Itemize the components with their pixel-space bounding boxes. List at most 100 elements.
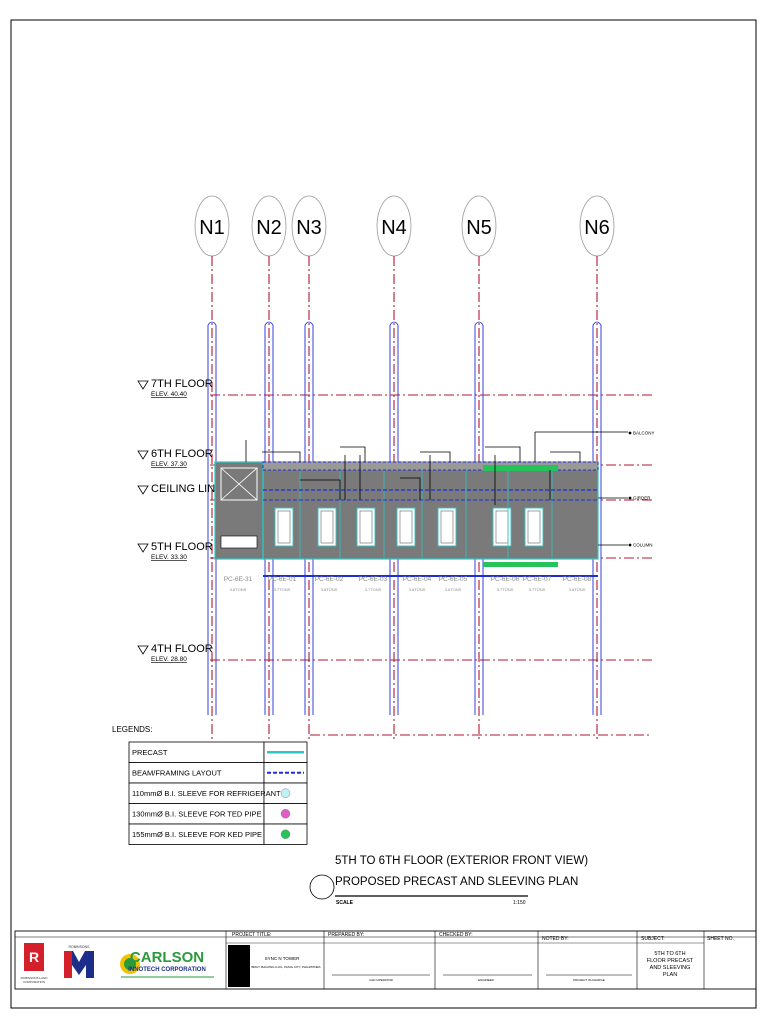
panel-tag-pc-6e-08: PC-6E-08 3.6TONS xyxy=(563,576,592,592)
panel-weight: 3.7TONS xyxy=(497,587,514,592)
svg-text:CHECKED BY:: CHECKED BY: xyxy=(439,932,473,938)
grid-line-n2: N2 xyxy=(251,195,287,740)
svg-text:SHEET NO.: SHEET NO. xyxy=(707,936,734,942)
grid-label: N3 xyxy=(296,217,322,239)
pipe-routing xyxy=(245,431,628,546)
panel-id: PC-6E-06 xyxy=(491,576,520,583)
level-name: 6TH FLOOR xyxy=(151,448,213,460)
window-opening xyxy=(492,507,512,547)
panel-weight: 3.6TONS xyxy=(409,587,426,592)
panel-id: PC-6E-05 xyxy=(439,576,468,583)
robinsons-r-glyph: R xyxy=(29,949,39,965)
panel-tag-pc-6e-31: PC-6E-31 3.6TONS xyxy=(224,576,253,592)
legend-label: 155mmØ B.I. SLEEVE FOR KED PIPE xyxy=(132,830,262,839)
rm-logo: ROBINSONS xyxy=(64,945,94,978)
level-elevation: ELEV. 28.80 xyxy=(151,656,187,663)
precast-elevation xyxy=(214,431,628,577)
title-bubble xyxy=(309,874,335,900)
panel-id: PC-6E-04 xyxy=(403,576,432,583)
level-elevation: ELEV. 40.40 xyxy=(151,391,187,398)
panel-weight: 3.6TONS xyxy=(445,587,462,592)
panel-tags: PC-6E-31 3.6TONS PC-6E-01 3.7TONS PC-6E-023.… xyxy=(224,576,592,592)
window-opening xyxy=(524,507,544,547)
panel-id: PC-6E-07 xyxy=(523,576,552,583)
column-top xyxy=(389,321,399,326)
precast-band xyxy=(263,462,598,559)
panel-id: PC-6E-01 xyxy=(268,576,297,583)
svg-text:CAD OPERATOR: CAD OPERATOR xyxy=(369,978,394,982)
window-opening xyxy=(437,507,457,547)
legend-row-3: 110mmØ B.I. SLEEVE FOR REFRIGERANT xyxy=(128,782,308,804)
column-top xyxy=(264,321,274,326)
drawing-title-block: 5TH TO 6TH FLOOR (EXTERIOR FRONT VIEW) P… xyxy=(309,855,588,906)
callout-girder: GIRDER xyxy=(628,496,651,501)
svg-text:PREPARED BY:: PREPARED BY: xyxy=(328,932,364,938)
legend-title: LEGENDS: xyxy=(112,725,152,734)
level-elevation: ELEV. 33.30 xyxy=(151,554,187,561)
svg-text:ENGINEER: ENGINEER xyxy=(478,978,495,982)
legend-label: PRECAST xyxy=(132,748,168,757)
panel-weight: 3.7TONS xyxy=(365,587,382,592)
panel-weight: 3.7TONS xyxy=(274,587,291,592)
panel-tag-pc-6e-07: PC-6E-073.7TONS xyxy=(523,576,552,592)
callout-label: COLUMN xyxy=(633,543,653,548)
callout-labels: BALCONY GIRDER COLUMN xyxy=(628,431,655,548)
svg-text:SYNC N TOWER: SYNC N TOWER xyxy=(265,956,301,961)
panel-tag-pc-6e-05: PC-6E-05 3.6TONS xyxy=(439,576,468,592)
sheet-border xyxy=(10,19,757,1009)
legend-row-2: BEAM/FRAMING LAYOUT xyxy=(128,762,308,784)
panel-weight: 3.6TONS xyxy=(569,587,586,592)
svg-text:SUBJECT:: SUBJECT: xyxy=(641,936,665,942)
panel-id: PC-6E-31 xyxy=(224,576,253,583)
panel-tag-pc-6e-03: PC-6E-033.7TONS xyxy=(359,576,388,592)
level-elevation: ELEV. 37.30 xyxy=(151,461,187,468)
callout-balcony: BALCONY xyxy=(628,431,655,436)
column-top xyxy=(474,321,484,326)
level-marker xyxy=(137,450,149,460)
scale-label: SCALE xyxy=(336,900,354,906)
svg-text:CORPORATION: CORPORATION xyxy=(23,980,45,984)
svg-text:NOTED BY:: NOTED BY: xyxy=(542,936,569,942)
panel-tag-pc-6e-06: PC-6E-06 3.7TONS xyxy=(491,576,520,592)
grid-label: N4 xyxy=(381,217,407,239)
level-name: CEILING LINE xyxy=(151,483,223,495)
beam-band-top xyxy=(262,461,599,471)
window-opening xyxy=(396,507,416,547)
column-top xyxy=(592,321,602,326)
sleeve-symbol xyxy=(280,829,291,839)
drawing-title-line1: 5TH TO 6TH FLOOR (EXTERIOR FRONT VIEW) xyxy=(335,855,588,867)
svg-text:ROBINSONS LAND: ROBINSONS LAND xyxy=(21,976,49,980)
window-opening xyxy=(317,507,337,547)
title-block: R ROBINSONS LAND CORPORATION ROBINSONS C… xyxy=(14,930,757,990)
column-top xyxy=(207,321,217,326)
drawing-title-line2: PROPOSED PRECAST AND SLEEVING PLAN xyxy=(335,876,578,888)
legend-row-4: 130mmØ B.I. SLEEVE FOR TED PIPE xyxy=(128,803,308,825)
svg-text:PROJECT IN-CHARGE: PROJECT IN-CHARGE xyxy=(573,978,605,982)
panel-id: PC-6E-08 xyxy=(563,576,592,583)
panel-weight: 3.6TONS xyxy=(230,587,247,592)
callout-label: BALCONY xyxy=(633,431,655,436)
callout-column: COLUMN xyxy=(628,543,653,548)
legend-row-1: PRECAST xyxy=(128,741,308,763)
callout-label: GIRDER xyxy=(633,496,651,501)
level-marker xyxy=(137,380,149,390)
level-name: 4TH FLOOR xyxy=(151,643,213,655)
grid-label: N5 xyxy=(466,217,492,239)
sleeve-symbol xyxy=(280,788,291,798)
grid-label: N1 xyxy=(199,217,225,239)
sleeve-ked-top xyxy=(483,465,558,471)
grid-line-n3: N3 xyxy=(291,195,327,740)
level-marker xyxy=(137,543,149,553)
window-opening xyxy=(274,507,294,547)
svg-text:BRGY. BAGONG ILOG, PASIG CITY,: BRGY. BAGONG ILOG, PASIG CITY, PHILIPPIN… xyxy=(251,965,320,969)
panel-tag-pc-6e-01: PC-6E-01 3.7TONS xyxy=(268,576,297,592)
opening-x-2 xyxy=(220,467,258,501)
svg-text:INNOTECH CORPORATION: INNOTECH CORPORATION xyxy=(128,967,206,973)
panel-tag-pc-6e-02: PC-6E-023.6TONS xyxy=(315,576,344,592)
